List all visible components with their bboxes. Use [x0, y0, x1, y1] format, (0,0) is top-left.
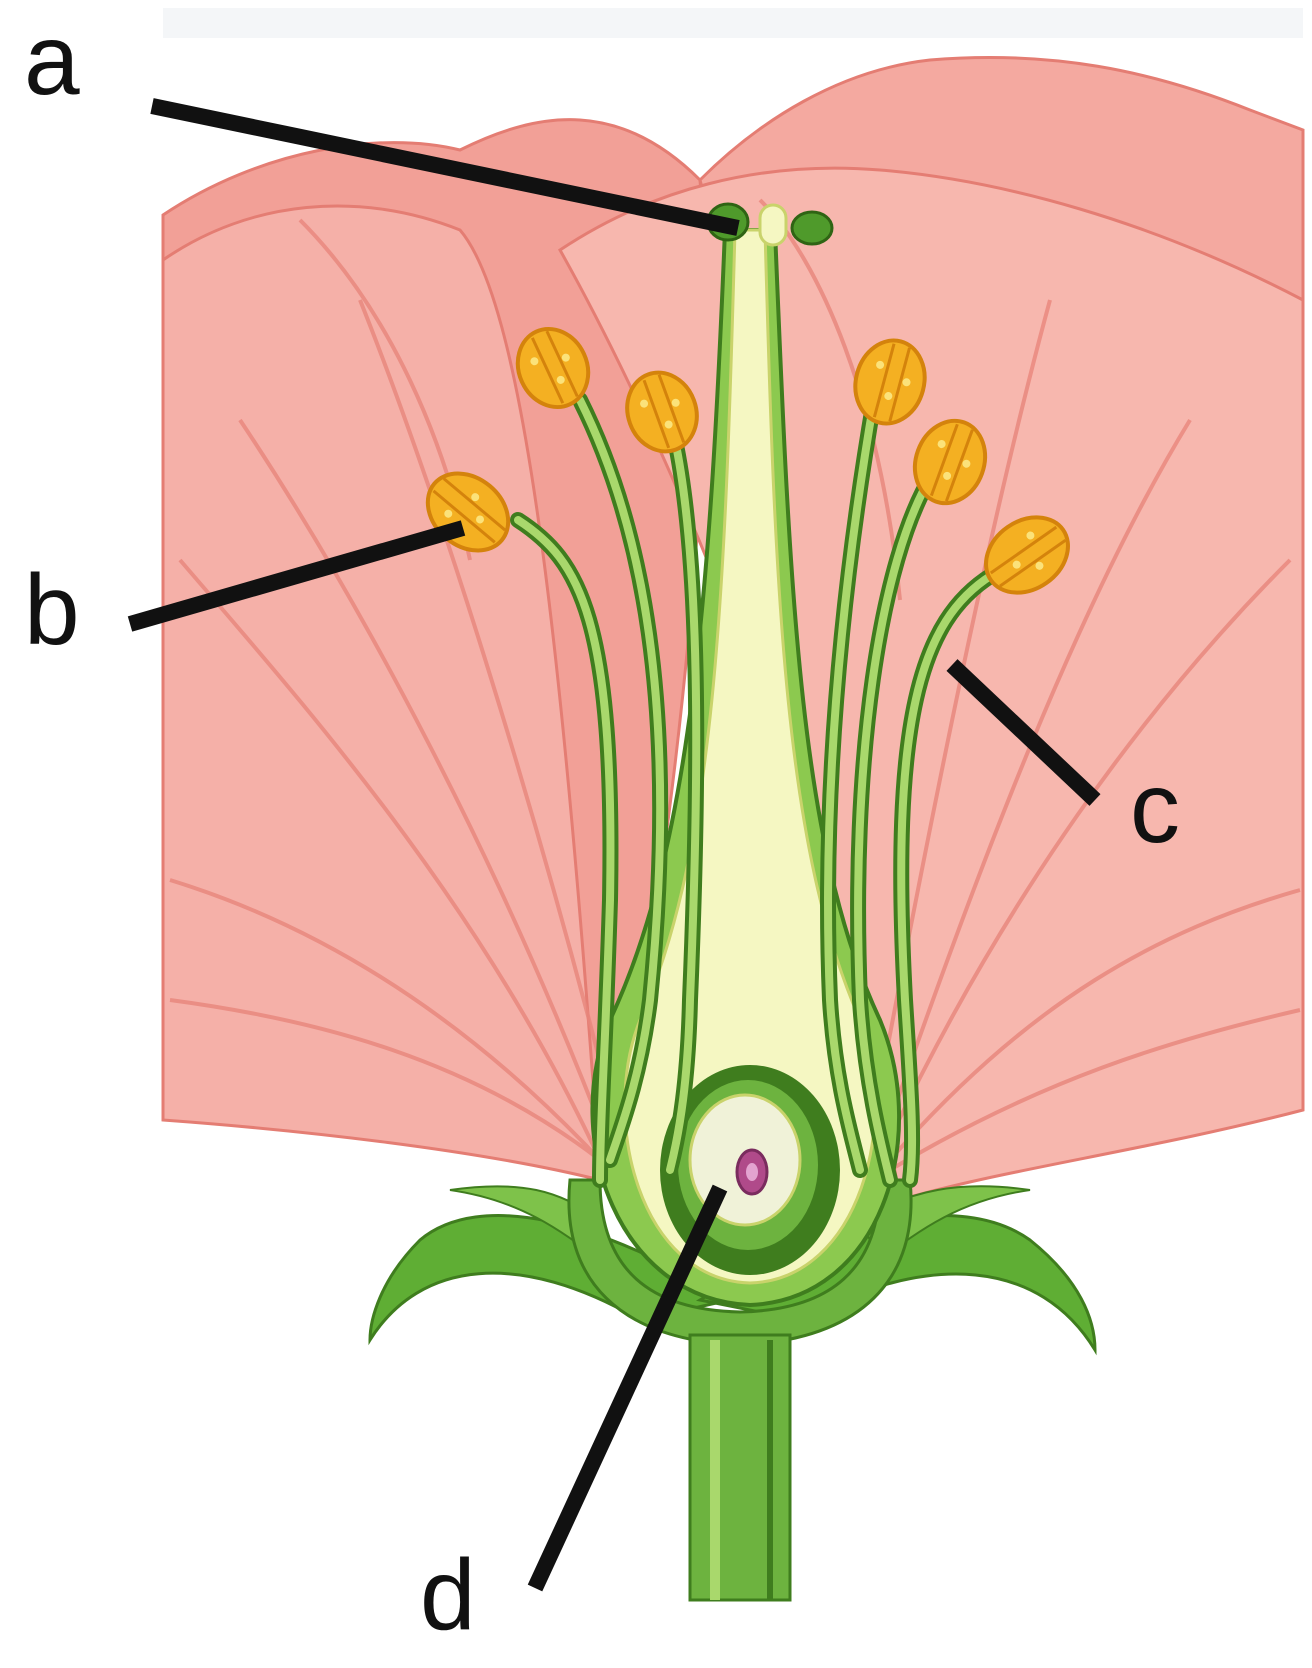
- label-b: b: [24, 560, 80, 660]
- label-c: c: [1130, 758, 1180, 858]
- label-a: a: [24, 10, 80, 110]
- label-d: d: [420, 1545, 476, 1645]
- stigma-center: [760, 205, 786, 245]
- stem: [690, 1335, 790, 1600]
- egg-nucleolus: [746, 1163, 758, 1181]
- top-band: [163, 8, 1303, 38]
- stigma-right: [792, 212, 832, 244]
